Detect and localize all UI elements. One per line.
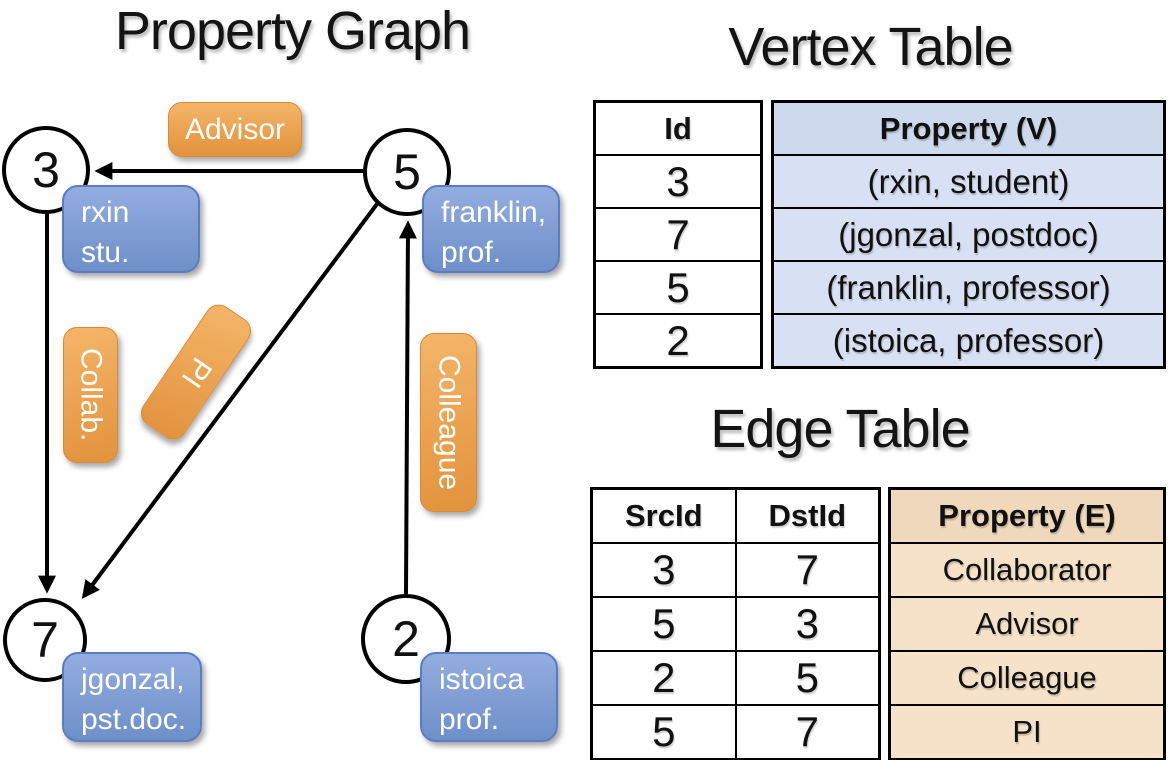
edge-table-row: 5 3 — [593, 596, 878, 650]
vertex-table-col-id: Id — [664, 110, 692, 146]
vertex-circle-2: 2 — [361, 594, 451, 684]
property-graph-canvas — [38, 162, 417, 599]
edge-table-col-dst: DstId — [734, 490, 879, 542]
vertex-circle-5: 5 — [363, 128, 451, 216]
edge-dst-cell: 5 — [734, 652, 879, 704]
vertex-property-cell: (rxin, student) — [774, 154, 1163, 207]
vertex-property-box-5: franklin, prof. — [422, 185, 560, 273]
edge-src-cell: 5 — [652, 708, 676, 755]
vertex-id-cell: 3 — [596, 154, 760, 207]
vertex-property-line: istoica — [439, 663, 525, 696]
vertex-property-cell: (franklin, professor) — [774, 260, 1163, 313]
vertex-property-line: pst.doc. — [81, 703, 187, 736]
edge-table-header-row: SrcId DstId — [593, 490, 878, 542]
vertex-property-line: prof. — [439, 703, 500, 736]
vertex-id-cell: 5 — [596, 260, 760, 313]
edge-table-row: 3 7 — [593, 542, 878, 596]
edge-src-cell: 3 — [652, 546, 676, 593]
property-graph-title: Property Graph — [114, 1, 471, 61]
edge-property-cell: Collaborator — [891, 542, 1163, 596]
vertex-property-cell: (istoica, professor) — [774, 313, 1163, 366]
vertex-property-box-7: jgonzal, pst.doc. — [62, 652, 202, 742]
vertex-table-title: Vertex Table — [728, 17, 1013, 77]
edge-label-colleague: Colleague — [420, 333, 477, 512]
edge-arrow-colleague-2-to-5 — [398, 220, 417, 595]
vertex-property-line: rxin — [81, 196, 130, 229]
edge-dst-cell: 7 — [734, 544, 879, 596]
vertex-property-line: stu. — [81, 236, 130, 269]
vertex-property-line: prof. — [441, 236, 502, 269]
edge-dst-cell: 3 — [734, 598, 879, 650]
vertex-id-cell: 2 — [596, 313, 760, 366]
vertex-id-cell: 7 — [596, 207, 760, 260]
edge-table-col-src: SrcId — [624, 498, 703, 533]
edge-property-cell: Advisor — [891, 596, 1163, 650]
vertex-table-property-column: Property (V) (rxin, student) (jgonzal, p… — [771, 100, 1166, 369]
vertex-property-box-3: rxin stu. — [62, 185, 200, 273]
vertex-table-id-column: Id 3 7 5 2 — [593, 100, 763, 369]
edge-table-row: 2 5 — [593, 650, 878, 704]
edge-label-collab: Collab. — [63, 327, 118, 463]
edge-arrow-pi-5-to-7 — [81, 202, 379, 599]
vertex-property-box-2: istoica prof. — [420, 652, 558, 742]
edge-property-cell: PI — [891, 704, 1163, 758]
edge-src-cell: 5 — [652, 600, 676, 647]
edge-table-id-columns: SrcId DstId 3 7 5 3 2 5 5 7 — [590, 487, 881, 760]
vertex-table-col-property: Property (V) — [774, 103, 1163, 154]
vertex-property-line: jgonzal, — [81, 663, 185, 696]
edge-table-title: Edge Table — [710, 399, 970, 459]
edge-table-col-property: Property (E) — [891, 490, 1163, 542]
edge-property-cell: Colleague — [891, 650, 1163, 704]
edge-table-property-column: Property (E) Collaborator Advisor Collea… — [888, 487, 1166, 760]
vertex-property-line: franklin, — [441, 196, 547, 229]
vertex-property-cell: (jgonzal, postdoc) — [774, 207, 1163, 260]
edge-table-row: 5 7 — [593, 704, 878, 758]
edge-dst-cell: 7 — [734, 706, 879, 758]
edge-src-cell: 2 — [652, 654, 676, 701]
edge-label-advisor: Advisor — [168, 102, 302, 157]
